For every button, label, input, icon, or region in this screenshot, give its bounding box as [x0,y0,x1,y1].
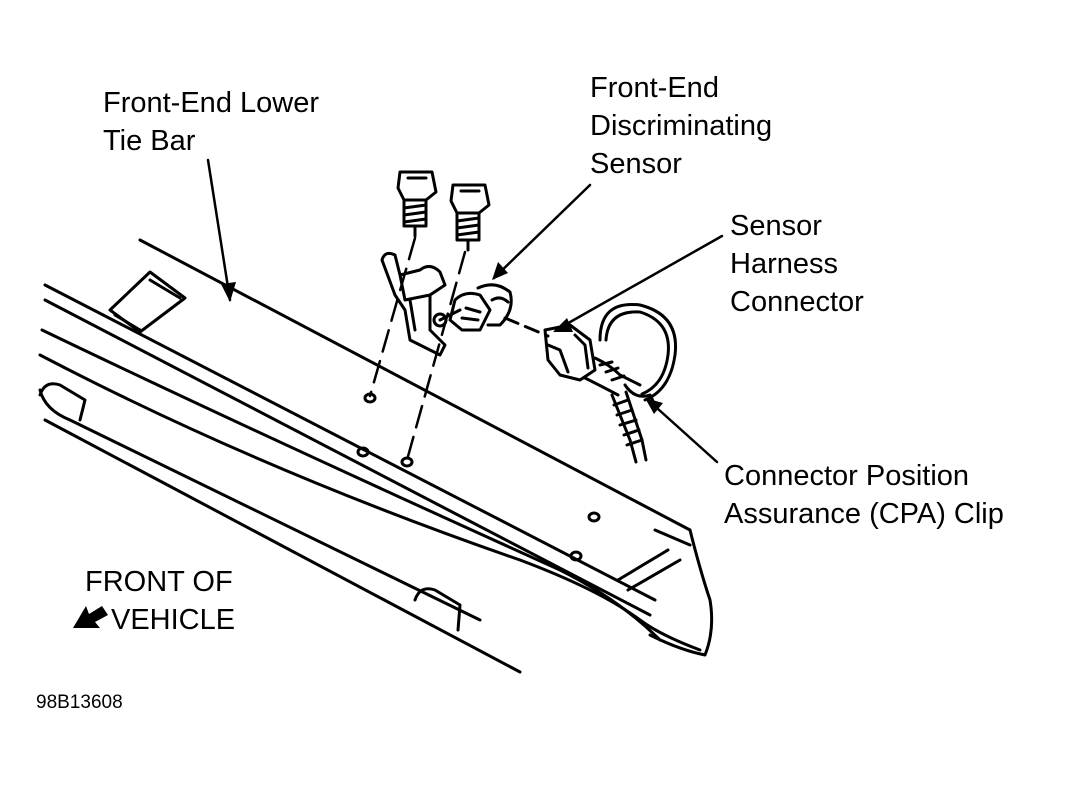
tie-bar-upper-face [43,283,657,602]
label-front-end-discriminating-sensor: Front-End Discriminating Sensor [590,69,772,183]
label-line: VEHICLE [111,604,236,636]
label-line: Sensor [730,210,822,242]
label-sensor-harness-connector: Sensor Harness Connector [730,207,864,321]
bolt [396,170,438,238]
arrowhead [492,262,508,280]
label-line: Front-End Lower [103,87,319,119]
label-line: Harness [730,248,838,280]
alignment-lines [368,236,467,462]
tie-bar-slot [38,382,87,422]
wire-harness [610,393,638,464]
tie-bar-lower-edge [38,353,702,652]
cpa-clip [598,302,678,407]
tie-bar-diamond [108,270,187,334]
wire-harness [593,356,642,387]
mount-hole [587,511,601,523]
mount-hole [569,550,583,562]
leader-lines [206,158,724,464]
leader-harness [554,234,724,332]
arrowhead [553,318,573,332]
tie-bar-top-edge [138,238,692,532]
tie-bar-slot [413,587,462,632]
bolt [449,183,491,252]
arrowhead [645,398,663,414]
label-line: Sensor [590,148,682,180]
label-line: Front-End [590,72,719,104]
harness-dashed-link [503,316,550,338]
arrow-left-down-icon [73,606,108,628]
arrowhead [221,282,236,302]
label-line: Connector [730,286,864,318]
label-line: Connector Position [724,460,970,492]
sensor-harness-connector [503,316,648,464]
leader-sensor [492,183,592,280]
tie-bar [38,238,714,674]
label-line: Tie Bar [103,125,196,157]
label-line: FRONT OF [85,566,233,598]
label-line: Assurance (CPA) Clip [724,498,1004,530]
tie-bar-end [648,528,714,657]
leader-tie-bar [206,158,232,302]
figure-code: 98B13608 [36,692,123,713]
label-cpa-clip: Connector Position Assurance (CPA) Clip [724,457,1004,533]
mount-hole [356,446,370,458]
label-front-of-vehicle: FRONT OF VEHICLE [85,563,235,639]
front-end-discriminating-sensor [380,251,513,357]
label-front-end-lower-tie-bar: Front-End Lower Tie Bar [103,84,319,160]
label-line: Discriminating [590,110,773,142]
leader-cpa [646,398,719,464]
